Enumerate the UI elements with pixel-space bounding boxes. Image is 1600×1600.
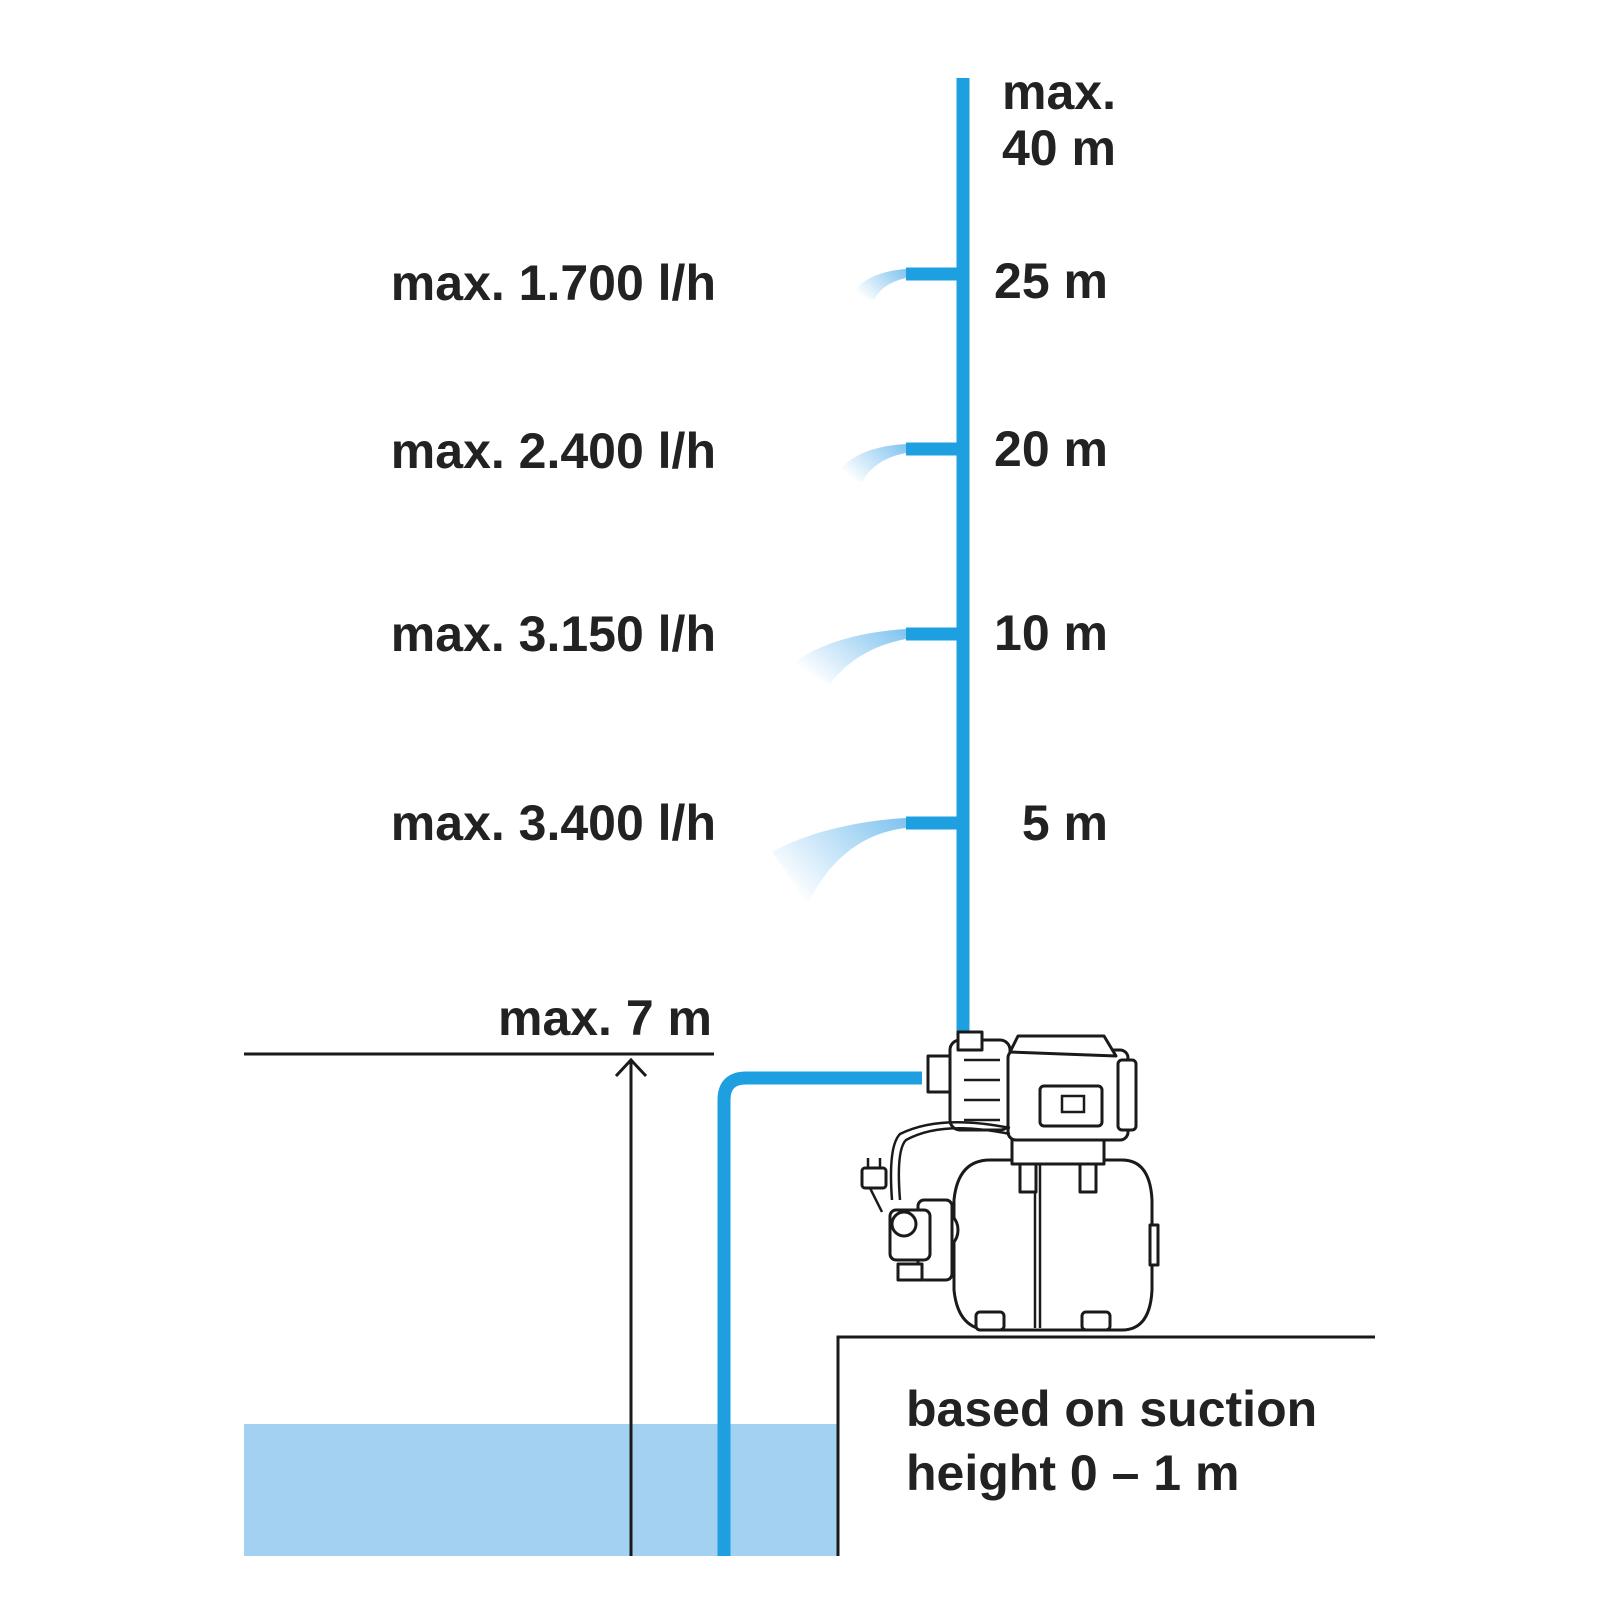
flow-label-5m: max. 3.400 l/h xyxy=(391,795,716,851)
flow-label-10m: max. 3.150 l/h xyxy=(391,606,716,662)
arrow-up-icon xyxy=(614,1057,648,1556)
max-height-label-line2: 40 m xyxy=(1002,120,1116,176)
pump-icon xyxy=(888,1030,1160,1332)
outlet-1 xyxy=(852,267,963,300)
max-height-label-line1: max. xyxy=(1002,64,1116,120)
height-label-20m: 20 m xyxy=(994,421,1108,477)
water-spray xyxy=(838,444,906,482)
flow-label-25m: max. 1.700 l/h xyxy=(391,255,716,311)
outlet-4 xyxy=(772,816,963,904)
outlet-2 xyxy=(838,442,963,482)
water-spray xyxy=(852,269,906,300)
height-label-25m: 25 m xyxy=(994,253,1108,309)
ground-ledge xyxy=(836,1335,1375,1556)
water-spray xyxy=(792,629,906,684)
suction-label: max. 7 m xyxy=(498,990,712,1046)
water-reservoir xyxy=(244,1424,838,1556)
note-line1: based on suction xyxy=(906,1381,1317,1437)
flow-label-20m: max. 2.400 l/h xyxy=(391,423,716,479)
suction-pipe xyxy=(717,1071,922,1556)
height-label-10m: 10 m xyxy=(994,605,1108,661)
power-plug-icon xyxy=(860,1158,888,1213)
note-line2: height 0 – 1 m xyxy=(906,1445,1239,1501)
water-spray xyxy=(772,818,906,904)
height-label-5m: 5 m xyxy=(1022,795,1108,851)
outlet-3 xyxy=(792,627,963,684)
